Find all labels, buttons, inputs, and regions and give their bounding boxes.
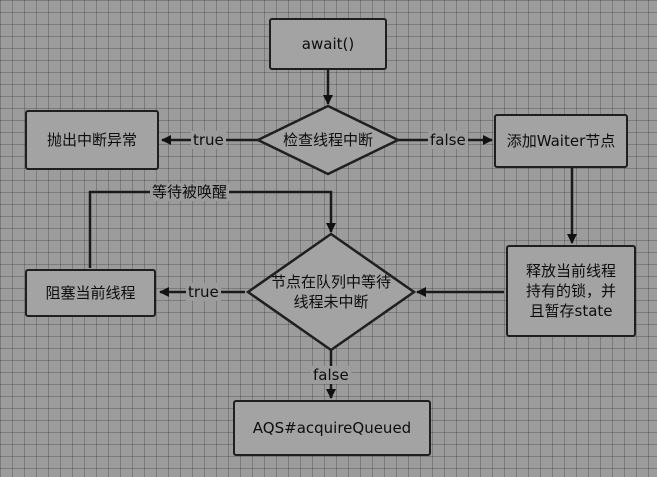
release-lock-node: 释放当前线程 持有的锁，并 且暂存state [506, 245, 636, 337]
edge-wake-loop [88, 190, 336, 268]
check-true-label: true [191, 131, 226, 149]
in-queue-diamond [245, 232, 417, 352]
check-false-label: false [428, 131, 468, 149]
release-line-3: 且暂存state [529, 302, 613, 320]
in-queue-line-2: 线程未中断 [293, 293, 369, 311]
block-thread-node: 阻塞当前线程 [25, 269, 156, 317]
in-queue-label: 节点在队列中等待 线程未中断 [251, 272, 411, 312]
in-queue-line-1: 节点在队列中等待 [270, 273, 391, 291]
acquire-queued-node: AQS#acquireQueued [233, 400, 431, 456]
throw-interrupt-node: 抛出中断异常 [25, 110, 159, 170]
release-line-1: 释放当前线程 [525, 262, 616, 280]
add-waiter-node: 添加Waiter节点 [494, 114, 628, 168]
wake-label: 等待被唤醒 [150, 183, 230, 201]
queue-true-label: true [186, 283, 221, 301]
release-line-2: 持有的锁，并 [525, 282, 616, 300]
queue-false-label: false [311, 366, 351, 384]
check-interrupt-label: 检查线程中断 [282, 131, 373, 149]
check-interrupt-diamond [255, 104, 401, 176]
await-node: await() [269, 18, 387, 70]
